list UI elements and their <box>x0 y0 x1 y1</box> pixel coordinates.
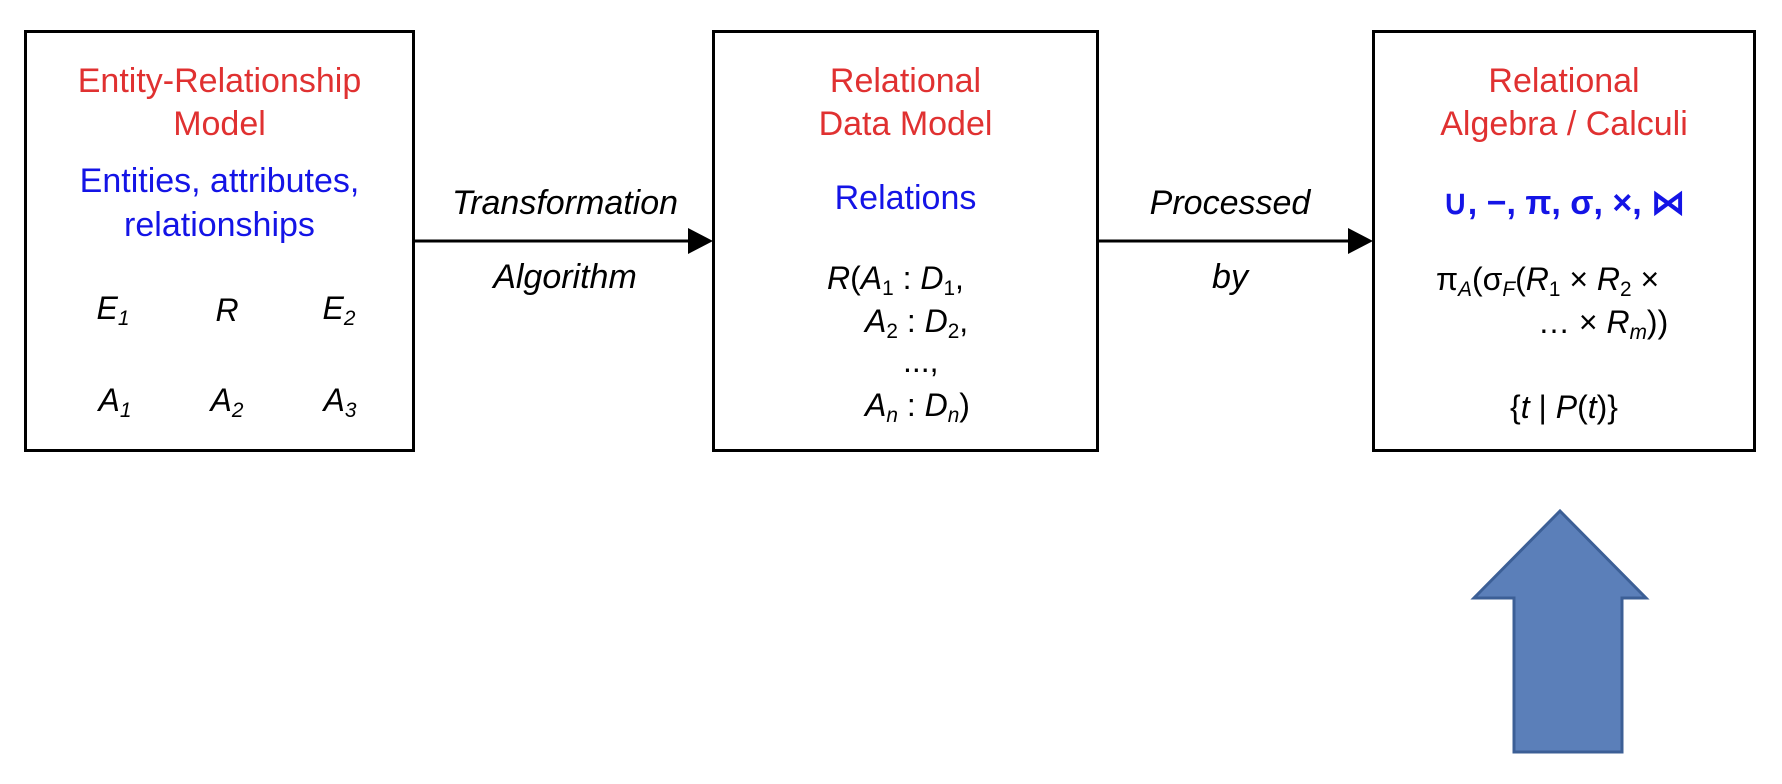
schema-line-4: An : Dn) <box>865 387 970 428</box>
transformation-arrow-head <box>688 228 713 254</box>
processed-label: Processed <box>1149 184 1311 222</box>
ra-expression-line2: … × Rm)) <box>1538 304 1669 345</box>
relational-algebra-box <box>1372 30 1756 452</box>
ra-operators: ∪, −, π, σ, ×, ⋈ <box>1442 184 1686 222</box>
ra-title-line2: Algebra / Calculi <box>1440 105 1688 143</box>
algorithm-label: Algorithm <box>493 258 637 296</box>
er-subtitle-line2: relationships <box>124 206 315 244</box>
er-title-line2: Model <box>173 105 266 143</box>
schema-line-3: ..., <box>903 343 939 379</box>
ra-title-line1: Relational <box>1488 62 1640 100</box>
schema-line-2: A2 : D2, <box>865 303 969 344</box>
er-attribute-a1-label: A1 <box>98 382 132 423</box>
er-attribute-a2-label: A2 <box>210 382 244 423</box>
er-subtitle-line1: Entities, attributes, <box>79 162 360 200</box>
relational-calculus-expression: {t | P(t)} <box>1510 389 1618 425</box>
er-relationship-label: R <box>215 292 239 328</box>
er-entity-e1-label: E1 <box>96 290 130 331</box>
er-entity-e2-label: E2 <box>322 290 356 331</box>
transformation-label: Transformation <box>451 184 679 222</box>
relational-data-model-box <box>712 30 1099 452</box>
rdm-subtitle: Relations <box>834 179 977 217</box>
schema-line-1: R(A1 : D1, <box>827 260 964 301</box>
by-label: by <box>1212 258 1248 296</box>
processed-arrow-head <box>1348 228 1373 254</box>
er-title-line1: Entity-Relationship <box>77 62 362 100</box>
rdm-title-line1: Relational <box>829 62 982 100</box>
er-model-box <box>24 30 415 452</box>
rdm-title-line2: Data Model <box>818 105 993 143</box>
er-attribute-a3-label: A3 <box>323 382 357 423</box>
up-arrow-icon <box>1470 508 1650 754</box>
ra-expression-line1: πA(σF(R1 × R2 × <box>1436 261 1660 302</box>
